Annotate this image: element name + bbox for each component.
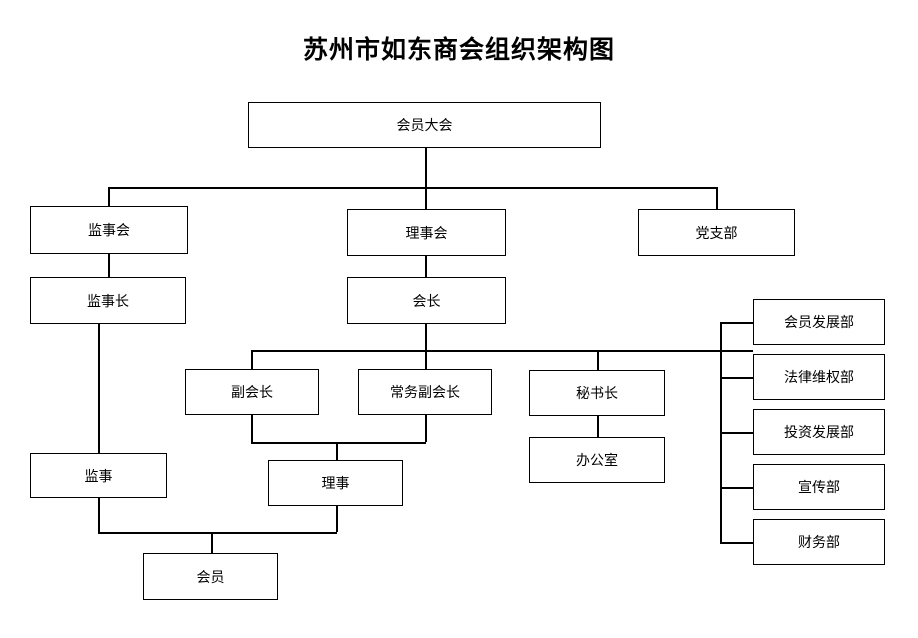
connector-bus-to-exec-vice <box>425 350 427 370</box>
connector-council-to-president <box>425 256 427 278</box>
node-investment-development-dept[interactable]: 投资发展部 <box>753 409 885 455</box>
node-secretary-general[interactable]: 秘书长 <box>529 370 665 416</box>
node-legal-rights-dept[interactable]: 法律维权部 <box>753 354 885 400</box>
node-label: 会员 <box>196 568 225 585</box>
connector-president-stem <box>425 324 427 350</box>
node-exec-vice-president[interactable]: 常务副会长 <box>358 369 492 415</box>
connector-supervisor-stem-down <box>98 498 100 532</box>
node-chief-supervisor[interactable]: 监事长 <box>30 277 186 324</box>
node-supervisor[interactable]: 监事 <box>30 453 167 498</box>
node-label: 会员发展部 <box>784 314 854 330</box>
node-label: 会长 <box>412 292 441 309</box>
node-supervisory-board[interactable]: 监事会 <box>30 206 188 254</box>
connector-dept-5-lead <box>720 542 754 544</box>
connector-director-stem-down <box>336 506 338 532</box>
connector-president-bus <box>251 350 720 352</box>
connector-supervisory-to-chief <box>108 254 110 278</box>
connector-member-bus <box>98 532 337 534</box>
node-director[interactable]: 理事 <box>268 460 403 506</box>
node-label: 会员大会 <box>396 117 453 133</box>
node-label: 监事长 <box>87 292 129 309</box>
connector-secretary-to-office <box>597 416 599 438</box>
connector-dept-3-lead <box>720 432 754 434</box>
connector-bus-to-secretary <box>597 350 599 371</box>
connector-dept-2-lead <box>720 377 754 379</box>
connector-director-parent-bus <box>251 442 426 444</box>
connector-vice-stem-down <box>251 415 253 442</box>
connector-bus-to-council <box>425 187 427 210</box>
connector-assembly-stem <box>425 148 427 188</box>
node-label: 投资发展部 <box>784 424 854 440</box>
connector-bus-to-director <box>336 442 338 461</box>
node-label: 党支部 <box>695 224 738 241</box>
node-label: 办公室 <box>576 452 618 468</box>
node-publicity-dept[interactable]: 宣传部 <box>753 464 885 510</box>
node-label: 常务副会长 <box>390 384 460 400</box>
node-label: 法律维权部 <box>784 369 854 385</box>
connector-exec-vice-stem-down <box>425 415 427 442</box>
node-label: 理事会 <box>405 224 448 241</box>
node-member[interactable]: 会员 <box>143 553 278 600</box>
node-vice-president[interactable]: 副会长 <box>185 369 319 415</box>
connector-dept-1-lead <box>720 322 754 324</box>
node-label: 财务部 <box>798 534 840 550</box>
node-label: 副会长 <box>231 384 273 400</box>
node-finance-dept[interactable]: 财务部 <box>753 519 885 565</box>
node-label: 理事 <box>321 475 350 491</box>
node-members-assembly[interactable]: 会员大会 <box>248 102 601 148</box>
connector-dept-4-lead <box>720 487 754 489</box>
node-president[interactable]: 会长 <box>347 277 506 324</box>
node-label: 宣传部 <box>798 479 840 495</box>
node-party-branch[interactable]: 党支部 <box>638 209 795 256</box>
connector-bus-to-party <box>716 187 718 210</box>
page-title: 苏州市如东商会组织架构图 <box>302 37 615 64</box>
connector-bus-to-supervisory <box>108 187 110 207</box>
node-label: 监事 <box>84 467 113 484</box>
node-council[interactable]: 理事会 <box>347 209 506 256</box>
node-member-development-dept[interactable]: 会员发展部 <box>753 299 885 345</box>
connector-chief-to-supervisor <box>98 324 100 454</box>
connector-spine-from-bus <box>720 350 753 352</box>
node-label: 监事会 <box>88 222 130 238</box>
connector-bus-to-vice <box>251 350 253 370</box>
connector-bus-to-member <box>211 532 213 554</box>
connector-assembly-bus <box>108 187 717 189</box>
node-office[interactable]: 办公室 <box>529 437 665 483</box>
node-label: 秘书长 <box>576 385 618 401</box>
